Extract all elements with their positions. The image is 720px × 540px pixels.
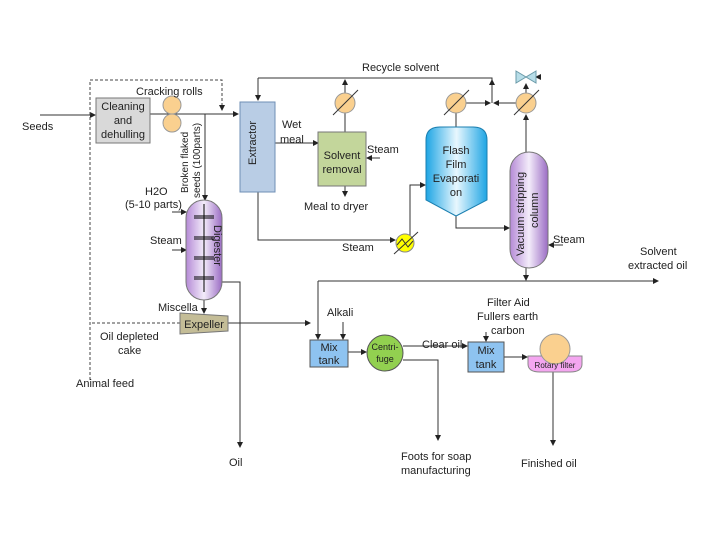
svg-text:carbon: carbon (491, 325, 525, 337)
svg-text:extracted oil: extracted oil (628, 260, 687, 272)
svg-text:tank: tank (319, 355, 340, 367)
digester: Digester (185, 199, 223, 301)
svg-text:Evaporati: Evaporati (433, 173, 479, 185)
svg-text:meal: meal (280, 134, 304, 146)
svg-text:Clear oil: Clear oil (422, 339, 462, 351)
svg-text:Solvent: Solvent (324, 150, 361, 162)
svg-text:Extractor: Extractor (247, 121, 259, 165)
svg-text:Fullers earth: Fullers earth (477, 311, 538, 323)
svg-text:Steam: Steam (367, 144, 399, 156)
svg-text:Film: Film (446, 159, 467, 171)
svg-text:Centri-: Centri- (371, 342, 398, 352)
svg-text:Oil: Oil (229, 457, 242, 469)
centrifuge: Centri- fuge (366, 334, 404, 372)
svg-text:Seeds: Seeds (22, 121, 54, 133)
svg-text:Mix: Mix (477, 345, 495, 357)
flow-lines (40, 74, 659, 448)
extractor: Extractor (239, 101, 276, 193)
svg-text:Steam: Steam (553, 234, 585, 246)
svg-text:Oil depleted: Oil depleted (100, 331, 159, 343)
mix-tank-1: Mix tank (309, 339, 349, 368)
svg-text:Steam: Steam (342, 242, 374, 254)
svg-text:Meal to dryer: Meal to dryer (304, 201, 369, 213)
svg-text:Mix: Mix (320, 342, 338, 354)
svg-text:fuge: fuge (376, 354, 394, 364)
svg-text:and: and (114, 115, 132, 127)
svg-text:Wet: Wet (282, 119, 301, 131)
condenser-icon (443, 89, 470, 116)
svg-text:column: column (529, 193, 541, 228)
vacuum-stripping-column: Vacuum stripping column (509, 151, 549, 269)
svg-text:Miscella: Miscella (158, 302, 199, 314)
svg-text:Recycle solvent: Recycle solvent (362, 62, 439, 74)
svg-text:Foots for soap: Foots for soap (401, 451, 471, 463)
svg-text:Cracking rolls: Cracking rolls (136, 86, 203, 98)
svg-text:Filter Aid: Filter Aid (487, 297, 530, 309)
svg-text:H2O: H2O (145, 186, 168, 198)
svg-text:Finished oil: Finished oil (521, 458, 577, 470)
rotary-filter: Rotary filter (527, 333, 583, 373)
svg-text:Animal feed: Animal feed (76, 378, 134, 390)
cleaning-unit: Cleaning and dehulling (95, 97, 151, 144)
cracking-rolls (162, 95, 182, 133)
valve-icon (515, 70, 537, 84)
svg-text:tank: tank (476, 359, 497, 371)
svg-text:seeds (100parts): seeds (100parts) (192, 123, 203, 198)
svg-text:Solvent: Solvent (640, 246, 677, 258)
labels: Seeds Cracking rolls Broken flaked seeds… (22, 62, 687, 477)
svg-text:Vacuum stripping: Vacuum stripping (515, 172, 527, 256)
flash-film-evaporator: Flash Film Evaporati on (425, 126, 488, 217)
svg-text:Digester: Digester (211, 225, 223, 266)
svg-text:Expeller: Expeller (184, 319, 224, 331)
svg-text:cake: cake (118, 345, 141, 357)
expeller: Expeller (179, 312, 229, 335)
condenser-icon (332, 89, 359, 116)
svg-text:manufacturing: manufacturing (401, 465, 471, 477)
svg-text:dehulling: dehulling (101, 129, 145, 141)
mix-tank-2: Mix tank (467, 341, 505, 373)
svg-text:Steam: Steam (150, 235, 182, 247)
condenser-icon (513, 89, 540, 116)
svg-text:(5-10 parts): (5-10 parts) (125, 199, 182, 211)
svg-text:removal: removal (322, 164, 361, 176)
svg-text:Broken flaked: Broken flaked (180, 132, 191, 193)
svg-text:Cleaning: Cleaning (101, 101, 144, 113)
svg-text:Flash: Flash (443, 145, 470, 157)
svg-text:Rotary filter: Rotary filter (535, 361, 576, 370)
svg-text:on: on (450, 187, 462, 199)
solvent-removal: Solvent removal (317, 131, 367, 187)
heater-icon (393, 231, 419, 255)
svg-text:Alkali: Alkali (327, 307, 353, 319)
